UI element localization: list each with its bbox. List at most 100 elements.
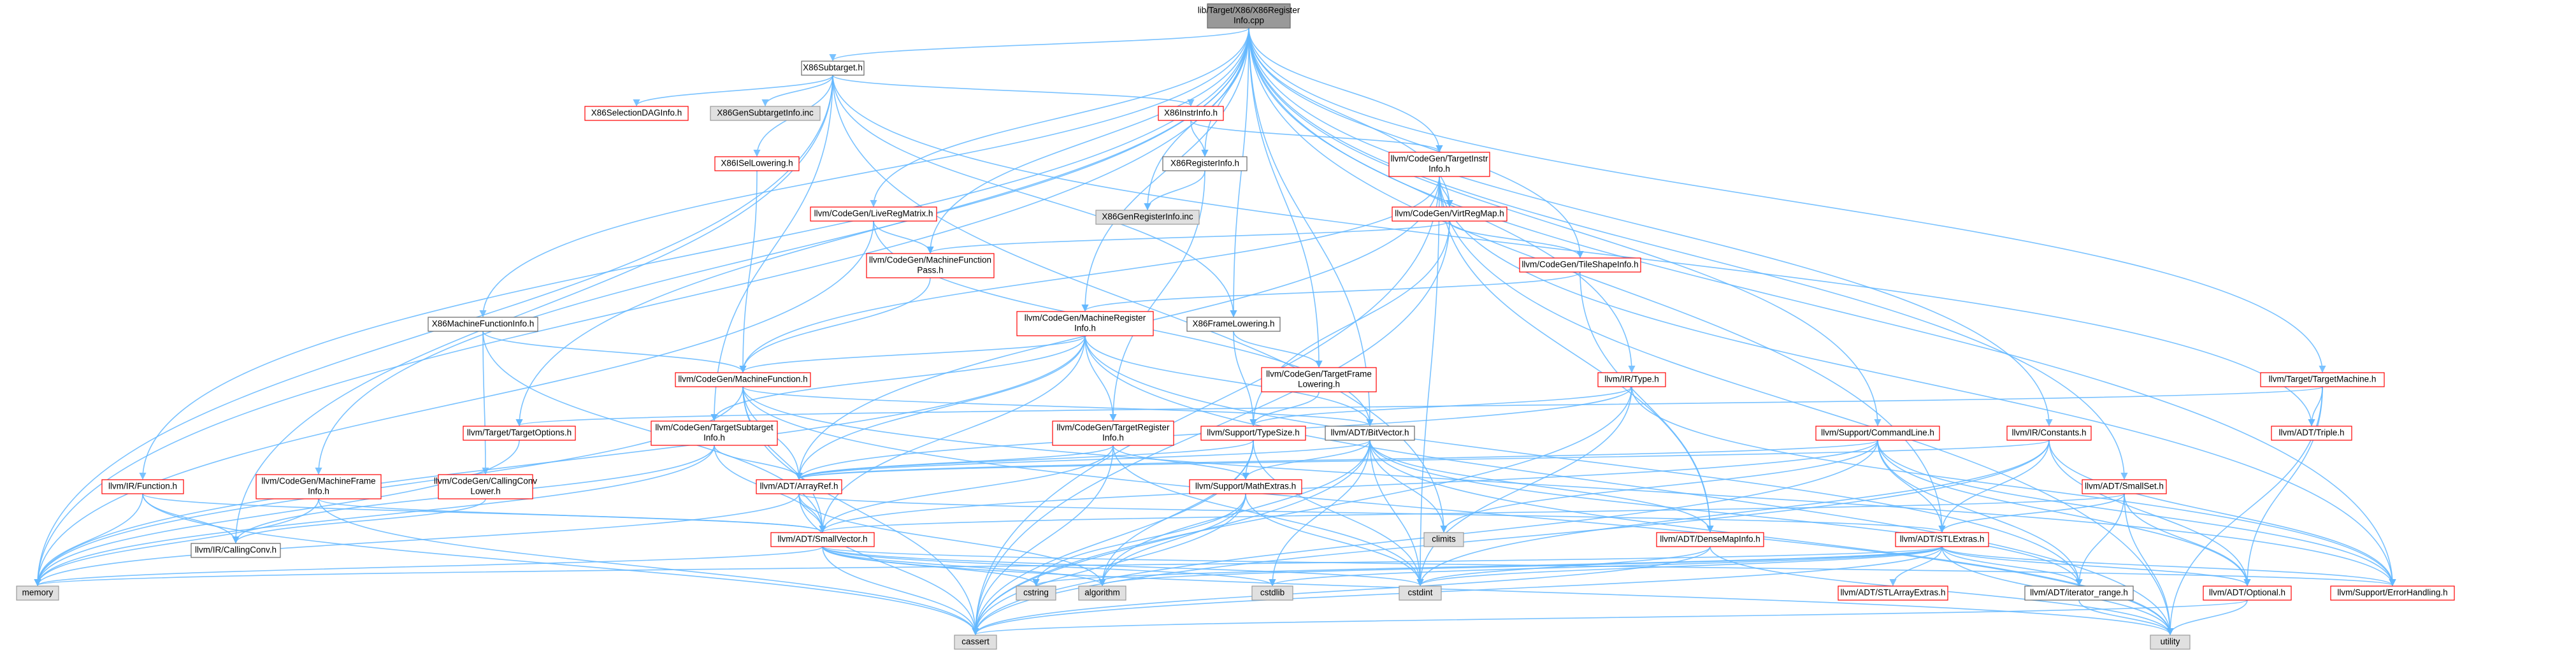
node-targetmachine[interactable]: llvm/Target/TargetMachine.h [2260, 372, 2385, 387]
edge-stlextras-to-stlarrayextras [1889, 546, 1943, 587]
node-memory-box [16, 585, 59, 601]
node-cstdint-label-line-0: cstdint [1407, 588, 1432, 598]
node-callingconv[interactable]: llvm/IR/CallingConv.h [191, 543, 281, 558]
node-stlarrayextras[interactable]: llvm/ADT/STLArrayExtras.h [1838, 585, 1948, 601]
node-x86machinefunctioninfo[interactable]: X86MachineFunctionInfo.h [428, 317, 538, 332]
node-x86isellowering[interactable]: X86ISelLowering.h [714, 156, 800, 171]
node-triple[interactable]: llvm/ADT/Triple.h [2271, 426, 2352, 441]
node-irfunction[interactable]: llvm/IR/Function.h [101, 479, 184, 494]
edge-stlextras-to-cassert [972, 546, 1943, 636]
node-x86selectiondag[interactable]: X86SelectionDAGInfo.h [584, 106, 689, 121]
node-commandline[interactable]: llvm/Support/CommandLine.h [1815, 426, 1940, 441]
edge-smallvector-to-errorhandling [822, 546, 2396, 587]
edge-tileshapeinfo-to-machineregisterinfo [1081, 271, 1581, 312]
edge-mathextras-to-cstring [1032, 493, 1246, 587]
node-mathextras[interactable]: llvm/Support/MathExtras.h [1189, 479, 1302, 494]
node-machineregisterinfo-label-line-1: Info.h [1074, 324, 1096, 333]
edge-x86instrinfo-to-x86registerinfo [1190, 120, 1209, 157]
node-targetoptions-label-line-0: llvm/Target/TargetOptions.h [467, 428, 572, 438]
node-machineframeinfo-box [255, 474, 382, 499]
edge-bitvector-to-mathextras [1242, 440, 1371, 480]
edge-root-to-irfunction [139, 27, 1249, 480]
edge-liveregmatrix-to-memory [34, 220, 874, 587]
node-virtregmap[interactable]: llvm/CodeGen/VirtRegMap.h [1392, 206, 1507, 222]
edge-machineframeinfo-to-memory [34, 498, 319, 587]
edge-virtregmap-to-tileshapeinfo [1449, 220, 1584, 259]
node-callingconv-box [191, 543, 281, 558]
edge-densemapinfo-to-cassert [972, 546, 1711, 636]
node-optional[interactable]: llvm/ADT/Optional.h [2203, 585, 2292, 601]
edge-constants-to-stlextras [1938, 440, 2050, 533]
node-cassert: cassert [954, 635, 997, 650]
edge-smallvector-to-memory [34, 546, 823, 587]
edge-commandline-to-smallvector [819, 440, 1878, 533]
node-machinefunctionpass-label-line-0: llvm/CodeGen/MachineFunction [869, 255, 991, 265]
node-targetsubtargetinfo-label-line-0: llvm/CodeGen/TargetSubtarget [655, 423, 774, 433]
edge-x86registerinfo-to-targetregisterinfo [1109, 170, 1205, 422]
edge-targetsubtargetinfo-to-memory [34, 445, 715, 587]
node-smallvector[interactable]: llvm/ADT/SmallVector.h [770, 532, 875, 547]
node-errorhandling-box [2330, 585, 2455, 601]
edge-root-to-liveregmatrix [870, 27, 1249, 208]
edge-smallset-to-optional [2124, 493, 2251, 587]
node-iteratorrange[interactable]: llvm/ADT/iterator_range.h [2024, 585, 2134, 601]
node-errorhandling[interactable]: llvm/Support/ErrorHandling.h [2330, 585, 2455, 601]
node-typesize[interactable]: llvm/Support/TypeSize.h [1200, 426, 1306, 441]
node-arrayref[interactable]: llvm/ADT/ArrayRef.h [756, 479, 842, 494]
node-x86registerinfo-box [1162, 156, 1248, 171]
node-tileshapeinfo[interactable]: llvm/CodeGen/TileShapeInfo.h [1519, 257, 1641, 273]
edge-root-to-iltype [1248, 27, 1636, 373]
edge-arrayref-to-stlextras [798, 493, 1945, 533]
node-x86machinefunctioninfo-box [428, 317, 538, 332]
edge-targetoptions-to-memory [34, 440, 520, 587]
node-machineregisterinfo-label-line-0: llvm/CodeGen/MachineRegister [1025, 313, 1146, 323]
node-targetoptions[interactable]: llvm/Target/TargetOptions.h [463, 426, 576, 441]
node-constants[interactable]: llvm/IR/Constants.h [2006, 426, 2092, 441]
edge-machineregisterinfo-to-iteratorrange [1084, 335, 2083, 587]
node-root[interactable]: lib/Target/X86/X86RegisterInfo.cpp [1198, 3, 1300, 29]
node-x86instrinfo[interactable]: X86InstrInfo.h [1158, 106, 1224, 121]
edge-commandline-to-iteratorrange [1877, 440, 2083, 587]
node-liveregmatrix[interactable]: llvm/CodeGen/LiveRegMatrix.h [810, 206, 937, 222]
node-bitvector-label-line-0: llvm/ADT/BitVector.h [1330, 428, 1409, 438]
edge-constants-to-errorhandling [2048, 440, 2396, 587]
node-stlextras[interactable]: llvm/ADT/STLExtras.h [1895, 532, 1989, 547]
node-callingconvlower-label-line-0: llvm/CodeGen/CallingConv [434, 477, 537, 486]
node-iltype[interactable]: llvm/IR/Type.h [1597, 372, 1666, 387]
edge-virtregmap-to-machinefunctionpass [926, 220, 1450, 254]
node-densemapinfo[interactable]: llvm/ADT/DenseMapInfo.h [1656, 532, 1764, 547]
node-machinefunction[interactable]: llvm/CodeGen/MachineFunction.h [675, 372, 811, 387]
node-smallset[interactable]: llvm/ADT/SmallSet.h [2082, 479, 2167, 494]
edge-tileshapeinfo-to-densemapinfo [1579, 271, 1714, 533]
node-x86subtarget[interactable]: X86Subtarget.h [801, 61, 865, 76]
node-x86framelowering[interactable]: X86FrameLowering.h [1186, 317, 1281, 332]
node-callingconvlower-box [438, 474, 533, 499]
node-x86registerinfo[interactable]: X86RegisterInfo.h [1162, 156, 1248, 171]
node-machinefunctionpass-label-line-1: Pass.h [917, 266, 943, 275]
edge-x86framelowering-to-targetframelowering [1233, 331, 1323, 368]
node-x86gensubtargetinc-box [710, 106, 821, 121]
edge-x86subtarget-to-climits [832, 75, 1448, 533]
node-arrayref-label-line-0: llvm/ADT/ArrayRef.h [759, 482, 838, 491]
node-stlarrayextras-box [1838, 585, 1948, 601]
edge-arrayref-to-algorithm [798, 493, 1106, 587]
node-iteratorrange-label-line-0: llvm/ADT/iterator_range.h [2030, 588, 2128, 598]
node-bitvector[interactable]: llvm/ADT/BitVector.h [1325, 426, 1415, 441]
edge-stlextras-to-errorhandling [1941, 546, 2396, 587]
edge-root-to-targetmachine [1248, 27, 2326, 373]
edge-smallset-to-stlextras [1938, 493, 2125, 533]
node-liveregmatrix-label-line-0: llvm/CodeGen/LiveRegMatrix.h [814, 209, 933, 219]
edge-iltype-to-errorhandling [1631, 386, 2396, 587]
edge-machineregisterinfo-to-utility [1084, 335, 2174, 636]
node-targetmachine-label-line-0: llvm/Target/TargetMachine.h [2269, 375, 2377, 384]
edge-root-to-tileshapeinfo [1248, 27, 1584, 259]
